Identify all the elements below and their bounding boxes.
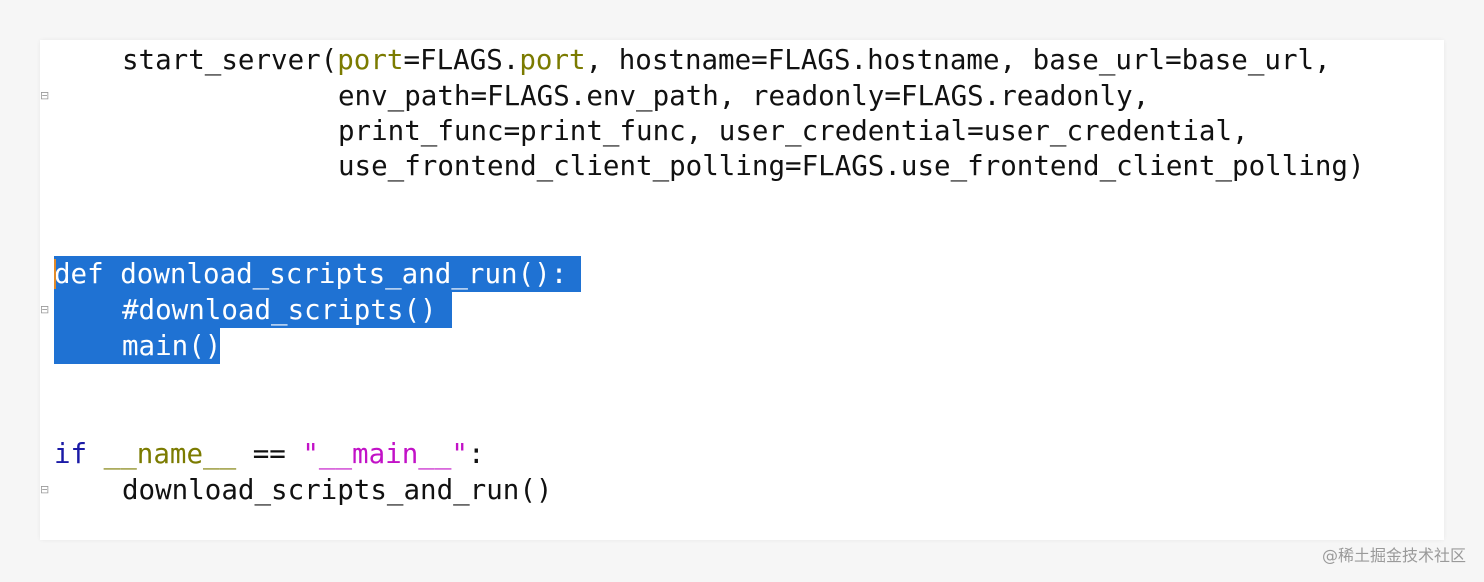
code-line-1[interactable]: ⊟ start_server(port=FLAGS.port, hostname… [40, 42, 1331, 102]
selected-code-text: def download_scripts_and_run(): [54, 256, 582, 292]
code-line-9[interactable]: download_scripts_and_run() [40, 472, 552, 508]
code-line-8[interactable]: ⊟ if __name__ == "__main__": [40, 436, 485, 496]
selected-code-text: #download_scripts() [122, 294, 437, 326]
code-line-5[interactable]: ⊟ def download_scripts_and_run(): [40, 256, 582, 316]
code-text: env_path=FLAGS.env_path, readonly=FLAGS.… [338, 80, 1150, 112]
selection-highlight [54, 292, 452, 328]
code-editor[interactable]: ⊟ start_server(port=FLAGS.port, hostname… [40, 40, 1444, 540]
function-call: start_server( [122, 44, 338, 76]
param-attr: port [519, 44, 586, 76]
code-line-7[interactable]: main() [40, 328, 221, 364]
fold-marker-icon[interactable]: ⊟ [40, 89, 50, 102]
dunder-name: __name__ [87, 438, 253, 470]
param-value: =FLAGS. [403, 44, 520, 76]
watermark: @稀土掘金技术社区 [1321, 546, 1466, 565]
code-text: print_func=print_func, user_credential=u… [338, 115, 1249, 147]
code-text: use_frontend_client_polling=FLAGS.use_fr… [338, 150, 1365, 182]
code-text: download_scripts_and_run() [122, 474, 553, 506]
text-caret [54, 259, 56, 289]
code-line-2[interactable]: env_path=FLAGS.env_path, readonly=FLAGS.… [40, 78, 1149, 114]
fold-marker-icon[interactable]: ⊟ [40, 483, 50, 496]
colon: : [467, 438, 485, 470]
code-line-6[interactable]: #download_scripts() [40, 292, 452, 328]
code-line-4[interactable]: use_frontend_client_polling=FLAGS.use_fr… [40, 148, 1365, 184]
keyword-if: if [54, 438, 88, 470]
param-name: port [337, 44, 404, 76]
selected-code-text: main() [122, 330, 222, 362]
fold-marker-icon[interactable]: ⊟ [40, 303, 50, 316]
code-line-3[interactable]: print_func=print_func, user_credential=u… [40, 113, 1249, 149]
string-literal: "__main__" [302, 438, 468, 470]
params-rest: , hostname=FLAGS.hostname, base_url=base… [585, 44, 1331, 76]
operator: == [252, 438, 303, 470]
selection-highlight [54, 328, 220, 364]
